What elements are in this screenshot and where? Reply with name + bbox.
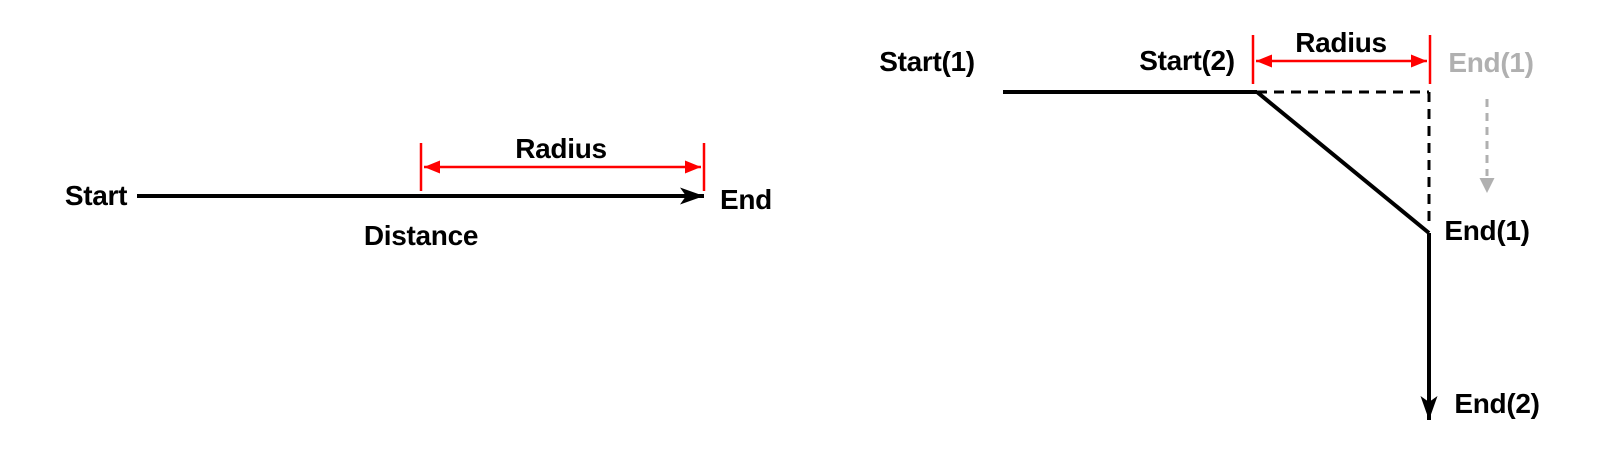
right-radius-label: Radius xyxy=(1295,27,1387,58)
right-end2-label: End(2) xyxy=(1454,388,1540,419)
right-start2-label: Start(2) xyxy=(1139,45,1235,76)
right-ghost-end-arrowhead xyxy=(1479,178,1495,193)
left-radius-label: Radius xyxy=(515,133,607,164)
right-end1-label: End(1) xyxy=(1444,215,1530,246)
left-start-label: Start xyxy=(64,180,128,211)
right-start1-label: Start(1) xyxy=(879,46,975,77)
right-end1-ghost-label: End(1) xyxy=(1448,47,1534,78)
left-end-label: End xyxy=(720,184,772,215)
left-distance-label: Distance xyxy=(363,220,479,251)
right-rounded-corner-diagonal xyxy=(1255,90,1431,235)
